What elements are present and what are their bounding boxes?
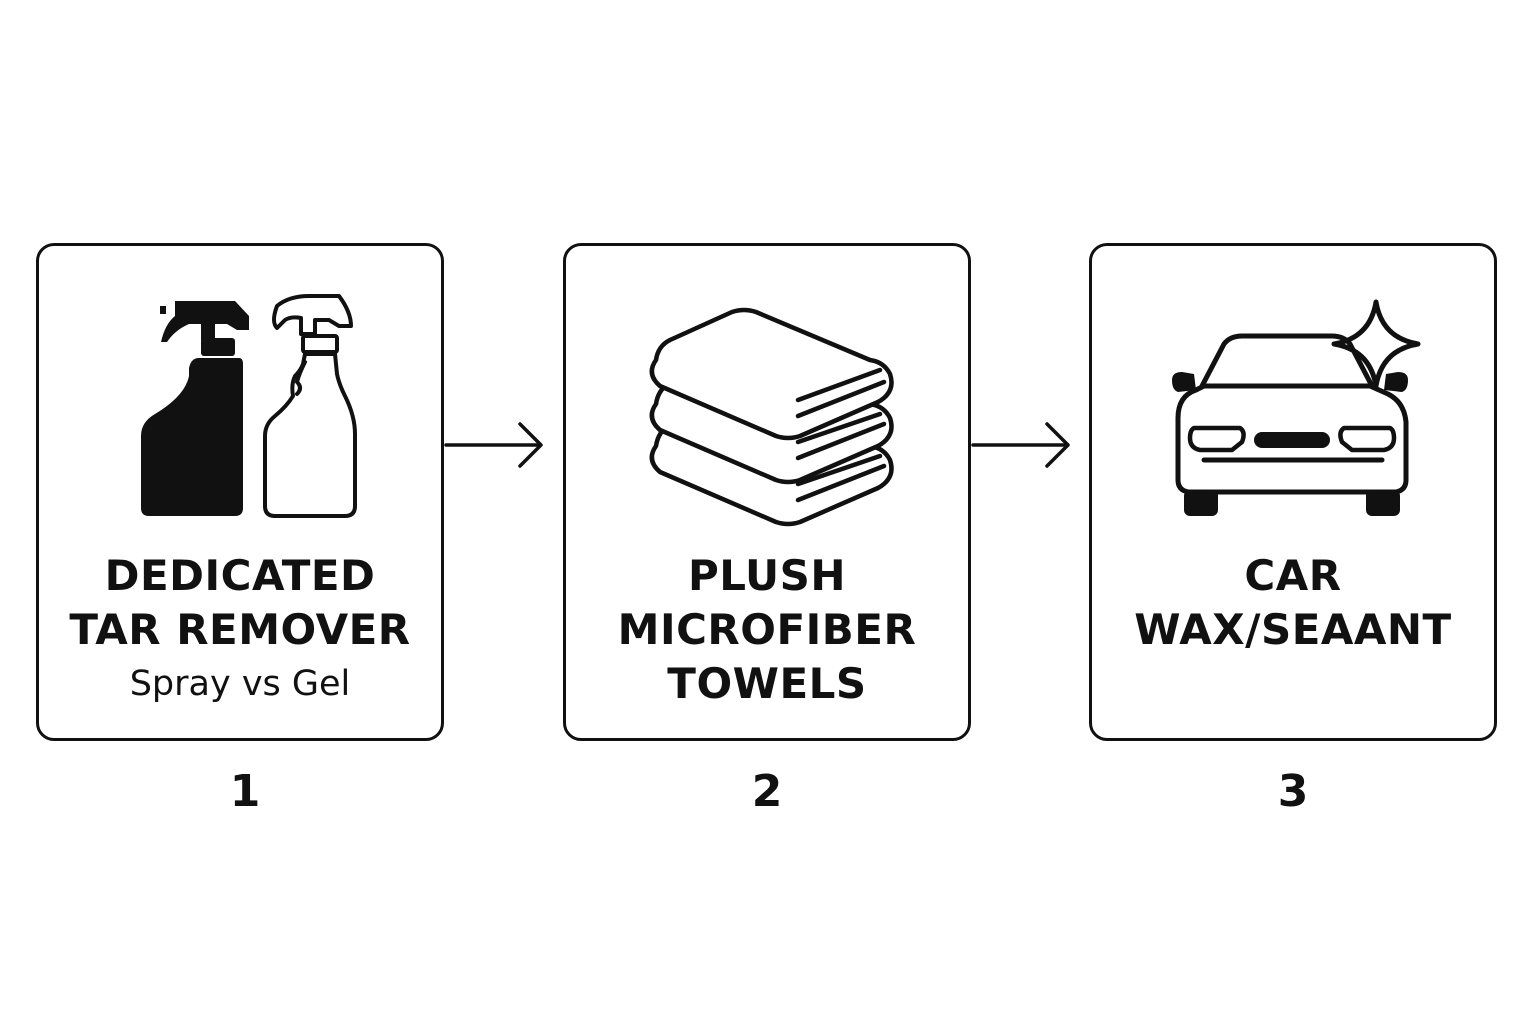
step-title-line: WAX/SEAANT [1134,605,1452,654]
step-number: 2 [751,766,783,817]
right-arrow-icon [971,422,1070,468]
step-label: PLUSH MICROFIBER TOWELS [566,549,968,711]
right-arrow-icon [444,422,543,468]
step-label: CAR WAX/SEAANT [1092,549,1494,657]
step-card-microfiber-towels: PLUSH MICROFIBER TOWELS [563,243,971,741]
step-title-line: TOWELS [667,659,867,708]
step-title-line: PLUSH [687,551,847,600]
step-subtitle: Spray vs Gel [129,664,351,704]
spray-bottles-icon [39,246,441,546]
step-label: DEDICATED TAR REMOVER Spray vs Gel [39,549,441,711]
car-sparkle-icon [1092,246,1494,546]
step-number: 1 [229,766,261,817]
step-title-line: CAR [1244,551,1342,600]
step-title-line: TAR REMOVER [69,605,411,654]
step-card-tar-remover: DEDICATED TAR REMOVER Spray vs Gel [36,243,444,741]
step-number: 3 [1277,766,1309,817]
step-title-line: DEDICATED [104,551,376,600]
folded-towels-icon [566,246,968,546]
step-title-line: MICROFIBER [617,605,917,654]
step-card-car-wax: CAR WAX/SEAANT [1089,243,1497,741]
